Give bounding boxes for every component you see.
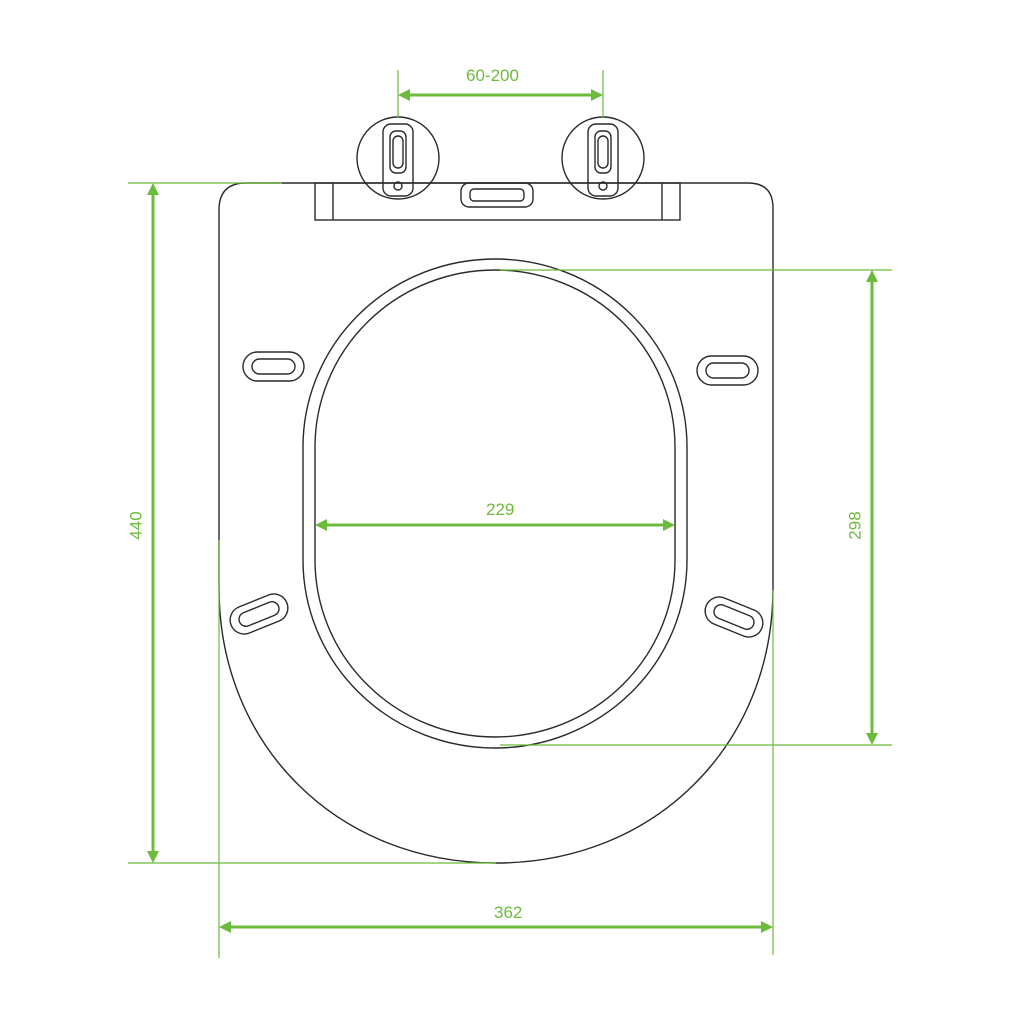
right-hinge bbox=[561, 116, 645, 200]
hinge-center-slot-inner bbox=[469, 188, 525, 202]
dim-hinge-spacing bbox=[397, 70, 604, 118]
inner-opening-inner bbox=[314, 269, 676, 738]
inner-opening-outer bbox=[302, 258, 688, 749]
bumper-lower-left bbox=[229, 593, 289, 635]
dim-overall-length bbox=[128, 182, 496, 864]
dim-overall-width bbox=[218, 540, 774, 958]
label-inner-length: 298 bbox=[845, 511, 865, 540]
label-inner-width: 229 bbox=[486, 500, 515, 519]
bumper-upper-left bbox=[242, 351, 305, 382]
dim-inner-width bbox=[315, 519, 675, 531]
dim-inner-length bbox=[500, 269, 892, 746]
hinge-center-slot bbox=[460, 182, 534, 208]
seat-outer-outline bbox=[218, 182, 774, 864]
bumper-lower-right bbox=[704, 596, 764, 638]
left-hinge bbox=[356, 116, 440, 200]
label-overall-length: 440 bbox=[126, 511, 146, 540]
label-hinge-spacing: 60-200 bbox=[466, 66, 519, 85]
bumper-upper-right bbox=[696, 355, 759, 386]
label-overall-width: 362 bbox=[494, 903, 523, 922]
